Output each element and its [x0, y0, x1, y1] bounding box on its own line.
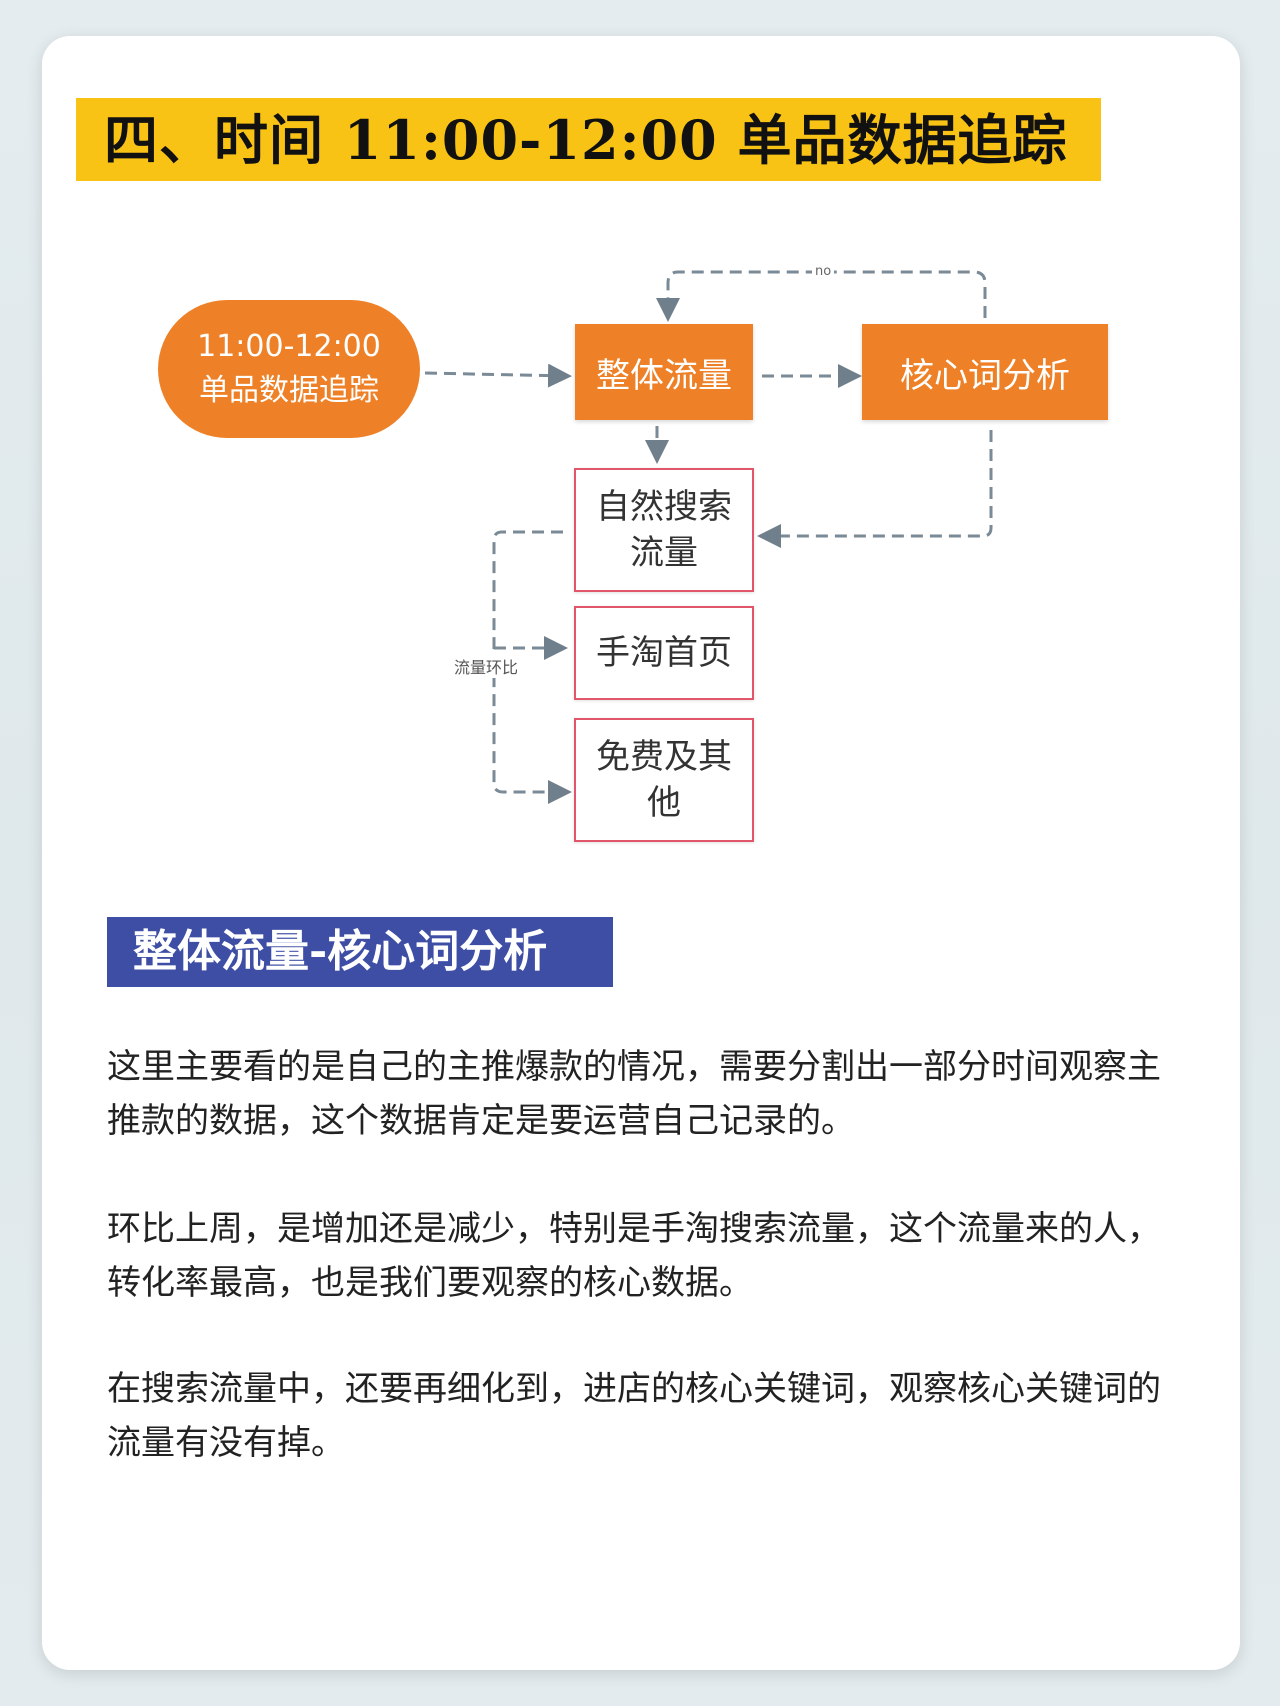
arrow-start-to-overall [424, 363, 572, 388]
start-node: 11:00-12:00 单品数据追踪 [158, 300, 420, 438]
overall-traffic-node: 整体流量 [575, 324, 753, 420]
taobao-home-label: 手淘首页 [596, 633, 732, 673]
section-title: 整体流量-核心词分析 [107, 917, 613, 987]
loop-label: no [812, 264, 835, 279]
start-label: 单品数据追踪 [199, 373, 379, 408]
keyword-analysis-label: 核心词分析 [900, 355, 1070, 396]
free-other-label: 免费及其他 [596, 737, 732, 823]
page-title: 四、时间 11:00-12:00 单品数据追踪 [104, 108, 1068, 172]
natural-search-node: 自然搜索流量 [574, 468, 754, 592]
free-other-node: 免费及其他 [574, 718, 754, 842]
paragraph-2: 环比上周，是增加还是减少，特别是手淘搜索流量，这个流量来的人，转化率最高，也是我… [107, 1209, 1161, 1303]
paragraph-1: 这里主要看的是自己的主推爆款的情况，需要分割出一部分时间观察主推款的数据，这个数… [107, 1047, 1161, 1141]
natural-search-label: 自然搜索流量 [596, 487, 732, 573]
taobao-home-node: 手淘首页 [574, 606, 754, 700]
paragraph-3: 在搜索流量中，还要再细化到，进店的核心关键词，观察核心关键词的流量有没有掉。 [107, 1369, 1161, 1463]
keyword-analysis-node: 核心词分析 [862, 324, 1108, 420]
title-banner [76, 98, 1101, 181]
overall-traffic-label: 整体流量 [596, 355, 732, 396]
start-time: 11:00-12:00 [197, 329, 381, 364]
arrow-keyword-to-natural [757, 430, 993, 548]
traffic-comparison-label: 流量环比 [454, 654, 519, 678]
